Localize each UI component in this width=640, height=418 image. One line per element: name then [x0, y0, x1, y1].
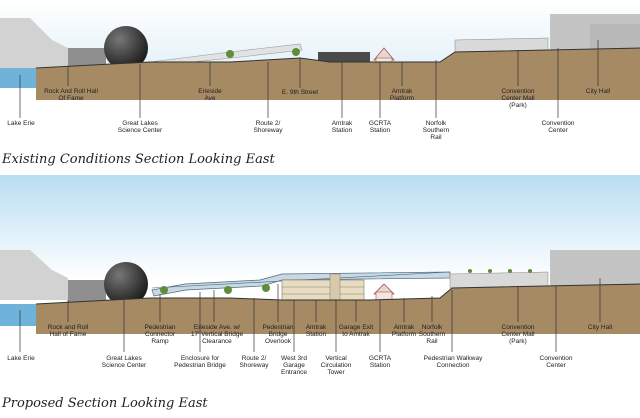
existing-label-route2: Route 2/ Shoreway [253, 120, 283, 134]
proposed-lake [0, 304, 42, 326]
proposed-label-amtrak-station: Amtrak Station [305, 324, 327, 338]
proposed-label-convention: Convention Center [539, 355, 573, 369]
existing-leader-lines [19, 40, 599, 118]
proposed-tree [224, 286, 232, 294]
proposed-label-norfolk: Norfolk Southern Rail [418, 324, 446, 345]
existing-tree [226, 50, 234, 58]
existing-dark-building [318, 52, 370, 64]
proposed-ground [36, 284, 640, 334]
proposed-sky [0, 175, 640, 280]
existing-label-amtrak-platform: Amtrak Platform [389, 88, 415, 102]
proposed-convention-center [550, 250, 640, 290]
proposed-tree [508, 269, 512, 273]
proposed-vertical-tower [329, 273, 341, 303]
existing-label-science-center: Great Lakes Science Center [117, 120, 163, 134]
proposed-mall-slab [449, 271, 549, 289]
proposed-label-mall: Convention Center Mall (Park) [501, 324, 535, 345]
proposed-tree [488, 269, 492, 273]
proposed-label-science-center: Great Lakes Science Center [101, 355, 147, 369]
existing-label-rock-hall: Rock And Roll Hall Of Fame [44, 88, 98, 102]
proposed-label-route2: Route 2/ Shoreway [239, 355, 269, 369]
proposed-label-garage-exit: Garage Exit to Amtrak [338, 324, 374, 338]
proposed-garage [281, 279, 365, 303]
existing-label-convention: Convention Center [541, 120, 575, 134]
proposed-science-center-dome [104, 262, 148, 306]
proposed-tree [262, 284, 270, 292]
proposed-label-city-hall: City Hall [587, 324, 613, 331]
proposed-tree [160, 286, 168, 294]
existing-ground [36, 48, 640, 100]
proposed-label-vertical: Vertical Circulation Tower [320, 355, 352, 376]
existing-ground-line [35, 47, 640, 69]
existing-label-city-hall: City Hall [585, 88, 611, 95]
proposed-label-connector: Pedestrian Connector Ramp [144, 324, 176, 345]
existing-label-erieside: Erieside Ave [198, 88, 222, 102]
proposed-label-overlook: Pedestrian Bridge Overlook [262, 324, 294, 345]
proposed-ground-line [35, 283, 640, 305]
existing-label-lake-erie: Lake Erie [7, 120, 35, 127]
proposed-caption: Proposed Section Looking East [2, 396, 208, 411]
proposed-label-lake-erie: Lake Erie [7, 355, 35, 362]
proposed-tree [528, 269, 532, 273]
existing-left-tower [0, 18, 68, 68]
existing-label-e9th: E. 9th Street [281, 89, 319, 96]
existing-rock-hall-building [68, 48, 106, 68]
existing-science-center-dome [104, 26, 148, 70]
proposed-label-garage-entrance: West 3rd Garage Entrance [280, 355, 308, 376]
proposed-label-enclosure: Enclosure for Pedestrian Bridge [174, 355, 226, 369]
proposed-gcrta-building [375, 291, 393, 301]
existing-tree [292, 48, 300, 56]
existing-label-mall: Convention Center Mall (Park) [501, 88, 535, 109]
existing-caption: Existing Conditions Section Looking East [2, 152, 275, 167]
existing-lake [0, 68, 42, 88]
proposed-leader-lines [19, 278, 601, 352]
existing-label-amtrak-station: Amtrak Station [331, 120, 353, 134]
proposed-label-erieside: Erieside Ave. w/ 17' Vertical Bridge Cle… [190, 324, 244, 345]
proposed-left-tower [0, 250, 68, 300]
proposed-label-gcrta: GCRTA Station [368, 355, 392, 369]
proposed-label-rock-hall: Rock and Roll Hall of Fame [47, 324, 89, 338]
proposed-label-amtrak-platform: Amtrak Platform [391, 324, 417, 338]
proposed-label-walkway: Pedestrian Walkway Connection [423, 355, 483, 369]
proposed-tree [468, 269, 472, 273]
proposed-rock-hall-building [68, 280, 106, 302]
existing-label-gcrta: GCRTA Station [368, 120, 392, 134]
existing-label-norfolk: Norfolk Southern Rail [422, 120, 450, 141]
